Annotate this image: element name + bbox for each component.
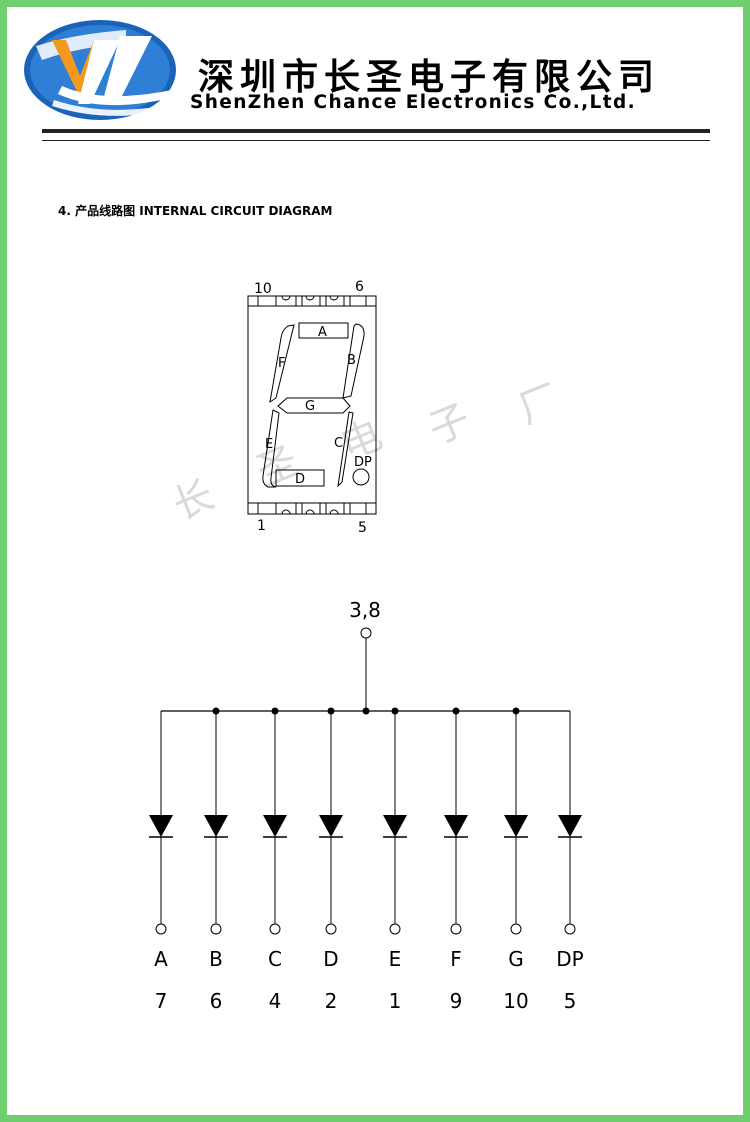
diode-triangle [149, 815, 173, 837]
segment-label: A [318, 325, 327, 340]
header-divider-thin [42, 140, 710, 141]
segment-pin-number: 6 [210, 989, 223, 1013]
segment-name-label: B [209, 947, 223, 971]
segment-terminal [210, 923, 222, 935]
diode-triangle [444, 815, 468, 837]
segment-label: B [347, 353, 356, 368]
top-pin-notches [257, 295, 367, 306]
segment-pin-number: 10 [503, 989, 528, 1013]
segment-label: C [334, 436, 343, 451]
common-pin-label: 3,8 [349, 598, 381, 622]
company-name-english: ShenZhen Chance Electronics Co.,Ltd. [190, 92, 637, 113]
diode-triangle [383, 815, 407, 837]
segment-label: DP [354, 455, 372, 470]
segment-a-shape [298, 322, 349, 339]
display-pin-label: 1 [257, 518, 266, 534]
junction-dot [362, 707, 370, 715]
diode-triangle [263, 815, 287, 837]
segment-name-label: E [389, 947, 402, 971]
segment-name-label: A [154, 947, 168, 971]
segment-terminal [510, 923, 522, 935]
company-name-chinese: 深圳市长圣电子有限公司 [198, 57, 661, 98]
bottom-pin-notches [257, 503, 367, 515]
display-pin-label: 6 [355, 279, 364, 295]
segment-pin-number: 5 [564, 989, 577, 1013]
segment-g-shape [277, 397, 351, 414]
segment-label: G [305, 399, 315, 414]
segment-pin-number: 9 [450, 989, 463, 1013]
display-pin-label: 10 [254, 281, 272, 297]
segment-terminal [325, 923, 337, 935]
diode-triangle [204, 815, 228, 837]
segment-label: E [265, 437, 273, 452]
display-body [247, 295, 377, 515]
segment-dp-shape [352, 468, 370, 486]
common-terminal [360, 627, 372, 639]
diode-triangle [504, 815, 528, 837]
circuit-schematic: 3,8 A 7 B 6 C 4 D 2 E 1 F 9 G 10 DP 5 [149, 598, 584, 1013]
segment-name-label: G [508, 947, 524, 971]
segment-name-label: F [450, 947, 462, 971]
segment-label: D [295, 472, 305, 487]
segment-pin-number: 1 [389, 989, 402, 1013]
segment-name-label: C [268, 947, 282, 971]
segment-pin-number: 7 [155, 989, 168, 1013]
display-pin-label: 5 [358, 520, 367, 536]
segment-terminal [564, 923, 576, 935]
diode-triangle [319, 815, 343, 837]
company-logo [22, 16, 180, 131]
segment-b-shape [342, 323, 365, 399]
header-divider-thick [42, 129, 710, 133]
segment-pin-number: 2 [325, 989, 338, 1013]
segment-terminal [269, 923, 281, 935]
diode-columns: A 7 B 6 C 4 D 2 E 1 F 9 G 10 DP 5 [149, 707, 584, 1013]
segment-name-label: D [323, 947, 338, 971]
section-title: 4. 产品线路图 INTERNAL CIRCUIT DIAGRAM [58, 204, 333, 218]
segment-e-shape [262, 409, 280, 488]
segment-f-shape [269, 324, 295, 404]
segment-d-shape [275, 469, 325, 487]
segment-c-shape [337, 411, 354, 488]
segment-name-label: DP [556, 947, 583, 971]
segment-pin-number: 4 [269, 989, 282, 1013]
segment-terminal [450, 923, 462, 935]
seven-segment-display [247, 295, 377, 515]
segment-label: F [278, 356, 285, 371]
diode-triangle [558, 815, 582, 837]
segment-terminal [389, 923, 401, 935]
segment-terminal [155, 923, 167, 935]
